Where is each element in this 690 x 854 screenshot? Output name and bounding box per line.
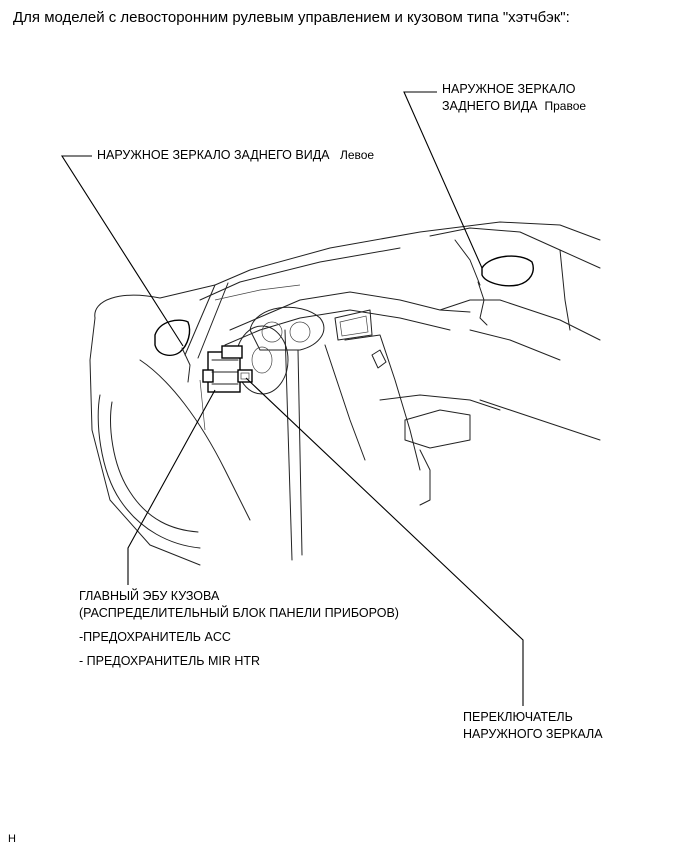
label-ecu-fuse-mir-htr: - ПРЕДОХРАНИТЕЛЬ MIR HTR xyxy=(79,654,261,668)
page-title: Для моделей с левосторонним рулевым упра… xyxy=(13,9,570,26)
label-mirror-switch: ПЕРЕКЛЮЧАТЕЛЬ НАРУЖНОГО ЗЕРКАЛА xyxy=(463,709,603,743)
main-body-ecu-part xyxy=(202,345,243,393)
label-switch-line1: ПЕРЕКЛЮЧАТЕЛЬ xyxy=(463,710,573,724)
label-main-body-ecu: ГЛАВНЫЙ ЭБУ КУЗОВА (РАСПРЕДЕЛИТЕЛЬНЫЙ БЛ… xyxy=(79,588,399,670)
leader-lines xyxy=(60,91,524,706)
mirror-switch-part xyxy=(237,369,253,383)
leader-right-mirror xyxy=(403,91,483,269)
leader-ecu xyxy=(127,389,216,585)
label-ecu-line1: ГЛАВНЫЙ ЭБУ КУЗОВА xyxy=(79,589,220,603)
right-mirror-part xyxy=(477,255,534,326)
leader-left-mirror xyxy=(60,155,184,347)
label-left-mirror-line: НАРУЖНОЕ ЗЕРКАЛО ЗАДНЕГО ВИДА Левое xyxy=(97,148,375,162)
label-left-mirror-suffix: Левое xyxy=(339,148,375,162)
label-left-mirror: НАРУЖНОЕ ЗЕРКАЛО ЗАДНЕГО ВИДА Левое xyxy=(97,147,374,164)
label-switch-line2: НАРУЖНОГО ЗЕРКАЛА xyxy=(463,727,603,741)
label-ecu-line2: (РАСПРЕДЕЛИТЕЛЬНЫЙ БЛОК ПАНЕЛИ ПРИБОРОВ) xyxy=(79,606,399,620)
left-mirror-part xyxy=(154,319,191,383)
car-body-outline xyxy=(89,221,601,566)
label-right-mirror: НАРУЖНОЕ ЗЕРКАЛО ЗАДНЕГО ВИДА Правое xyxy=(442,81,586,115)
label-right-mirror-suffix: Правое xyxy=(544,99,587,113)
label-right-mirror-line2: ЗАДНЕГО ВИДА Правое xyxy=(442,99,587,113)
label-right-mirror-line1: НАРУЖНОЕ ЗЕРКАЛО xyxy=(442,82,576,96)
leader-switch xyxy=(245,377,524,706)
figure-code: H xyxy=(8,833,16,845)
label-ecu-fuse-acc: -ПРЕДОХРАНИТЕЛЬ ACC xyxy=(79,630,231,644)
